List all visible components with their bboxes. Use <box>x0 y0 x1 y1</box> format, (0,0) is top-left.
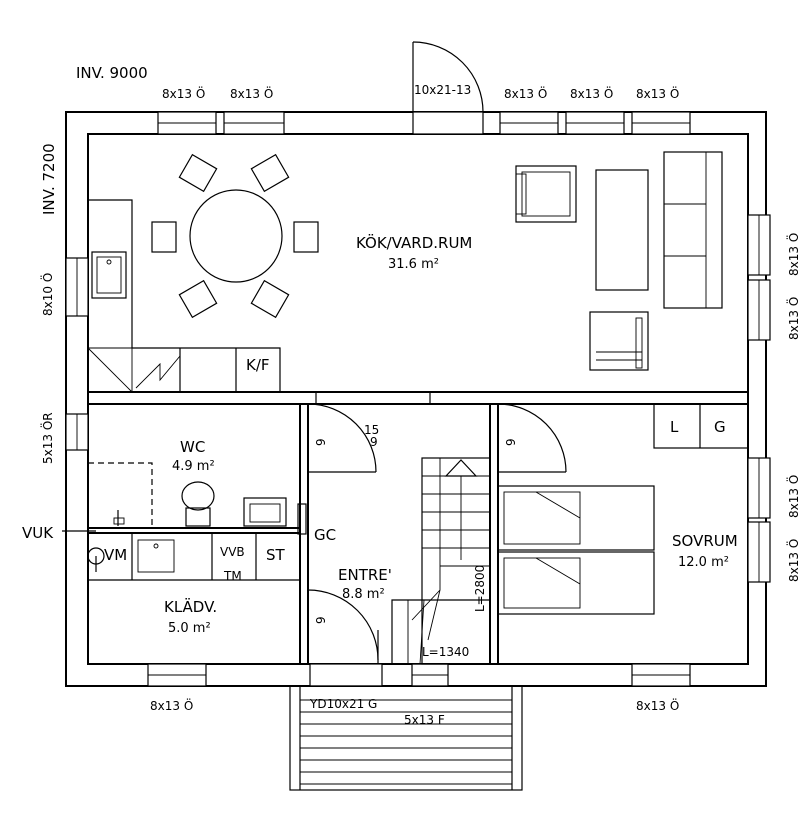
window-label-right-3: 8x13 Ö <box>785 475 800 518</box>
window-label-right-4: 8x13 Ö <box>785 539 800 582</box>
kitchen-counter <box>87 199 281 393</box>
bedroom-furniture <box>497 403 749 615</box>
window-label-right-1: 8x13 Ö <box>785 233 800 276</box>
door-swings <box>307 403 567 664</box>
room-name-bedroom: SOVRUM <box>672 532 738 550</box>
window-label-bottom-3: 8x13 Ö <box>636 697 679 713</box>
stair-top-mark: 15 <box>364 423 379 437</box>
room-area-kitchen: 31.6 m² <box>388 257 439 272</box>
fixture-rack: GC <box>314 526 336 544</box>
door-swing-label-3: 9 <box>314 616 328 624</box>
window-label-left-1: 8x10 Ö <box>39 273 55 316</box>
dining-table <box>151 153 319 319</box>
wc-fixtures <box>88 462 307 535</box>
stair-length-1: L=2800 <box>473 565 487 612</box>
window-label-top-5: 8x13 Ö <box>636 85 679 101</box>
stair-length-2: L=1340 <box>422 645 469 659</box>
room-area-entry: 8.8 m² <box>342 587 385 602</box>
room-name-kitchen: KÖK/VARD.RUM <box>356 233 472 252</box>
fixture-dryer: TM <box>223 569 242 583</box>
deck <box>289 685 523 791</box>
fixture-wardrobe-g: G <box>714 418 726 436</box>
door-label-bottom: YD10x21 G <box>309 697 377 711</box>
width-label: INV. 9000 <box>76 64 148 82</box>
window-label-bottom-1: 8x13 Ö <box>150 697 193 713</box>
room-name-entry: ENTRE' <box>338 566 392 584</box>
door-swing-label-4: 9 <box>370 435 378 449</box>
window-label-top-3: 8x13 Ö <box>504 85 547 101</box>
fixture-fridge: K/F <box>246 356 270 374</box>
window-label-bottom-2: 5x13 F <box>404 713 445 727</box>
door-swing-label-1: 9 <box>314 438 328 446</box>
fixture-wardrobe-l: L <box>670 418 679 436</box>
room-name-wc: WC <box>180 438 205 456</box>
right-windows <box>747 214 771 583</box>
door-swing-label-2: 9 <box>504 438 518 446</box>
fixture-vuk: VUK <box>22 524 54 542</box>
room-area-laundry: 5.0 m² <box>168 621 211 636</box>
window-label-right-2: 8x13 Ö <box>785 297 800 340</box>
door-label-top: 10x21-13 <box>414 83 471 97</box>
depth-label: INV. 7200 <box>40 143 58 215</box>
room-name-laundry: KLÄDV. <box>164 597 217 616</box>
fixture-washer: VM <box>104 546 127 564</box>
window-label-top-4: 8x13 Ö <box>570 85 613 101</box>
bottom-windows <box>147 663 691 687</box>
room-area-bedroom: 12.0 m² <box>678 555 729 570</box>
fixture-sink-unit: VVB <box>220 545 245 559</box>
window-label-top-2: 8x13 Ö <box>230 85 273 101</box>
window-label-left-2: 5x13 ÖR <box>39 412 55 464</box>
laundry-fixtures <box>87 533 300 581</box>
left-windows <box>65 257 89 451</box>
fixture-shelf: ST <box>266 546 286 564</box>
top-windows <box>157 41 691 135</box>
room-area-wc: 4.9 m² <box>172 459 215 474</box>
window-label-top-1: 8x13 Ö <box>162 85 205 101</box>
staircase <box>391 457 491 665</box>
living-furniture <box>515 151 723 371</box>
